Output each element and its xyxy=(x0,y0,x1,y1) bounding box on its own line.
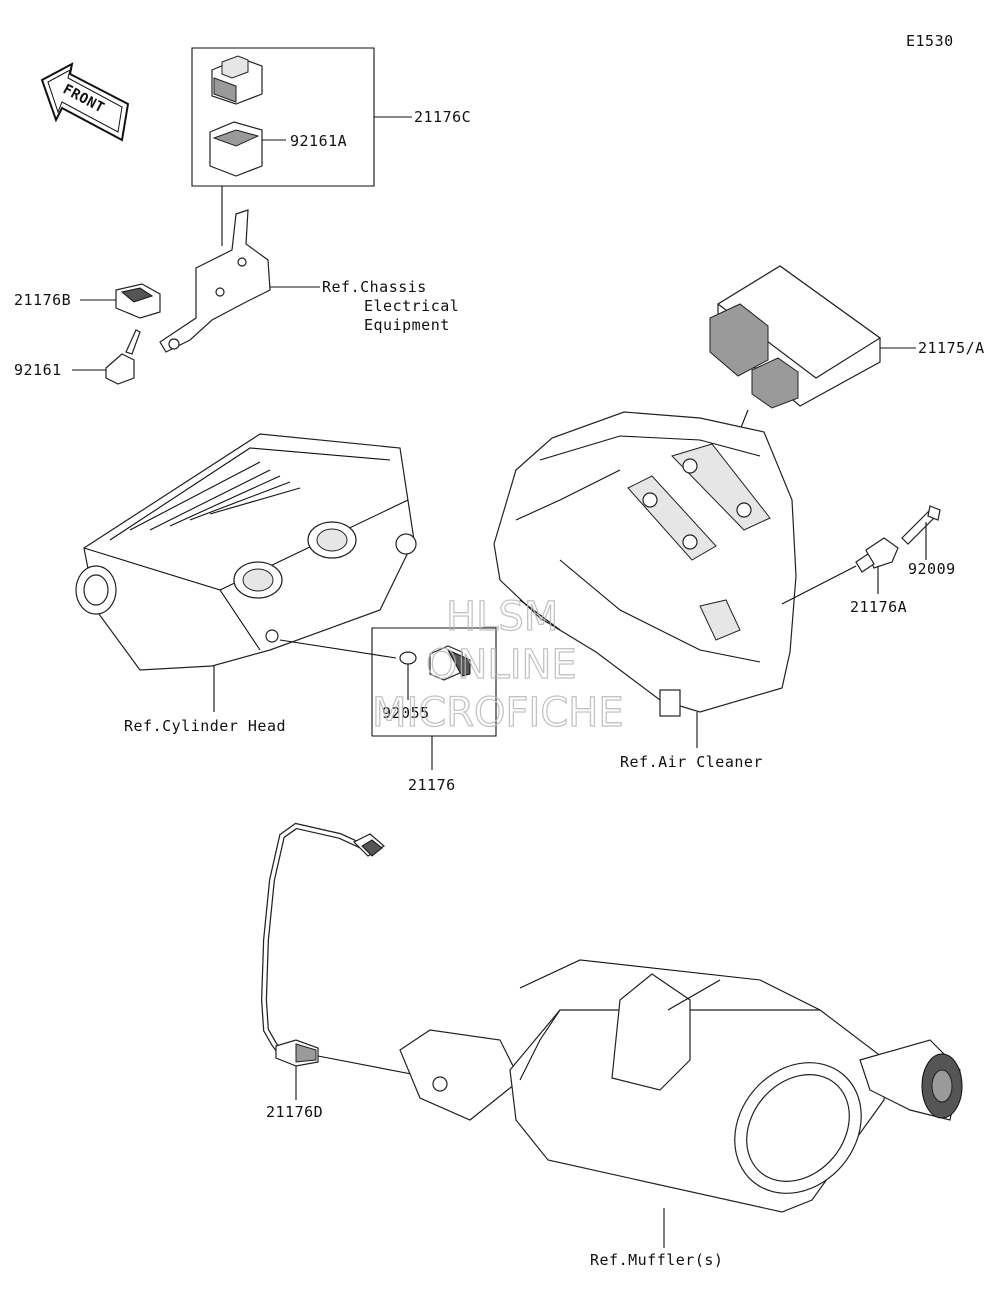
ecu-21175A-part[interactable] xyxy=(709,265,916,501)
chassis-bracket xyxy=(159,209,320,353)
label-92055[interactable]: 92055 xyxy=(382,704,430,722)
label-21176D[interactable]: 21176D xyxy=(266,1103,323,1121)
label-92009[interactable]: 92009 xyxy=(908,560,956,578)
relay-assembly-group xyxy=(191,47,412,246)
label-92161[interactable]: 92161 xyxy=(14,361,62,379)
label-21176A[interactable]: 21176A xyxy=(850,598,907,616)
ref-cylinder-head[interactable]: Ref.Cylinder Head xyxy=(124,717,286,735)
sensor-21176B-part[interactable] xyxy=(80,283,161,319)
watermark-line1: HLSM xyxy=(446,594,558,640)
diagram-id: E1530 xyxy=(906,32,954,50)
label-21176[interactable]: 21176 xyxy=(408,776,456,794)
ref-chassis-line2: Electrical xyxy=(364,297,459,315)
ref-muffler[interactable]: Ref.Muffler(s) xyxy=(590,1251,723,1269)
sensor-21176-group xyxy=(371,627,497,770)
ref-chassis-line1[interactable]: Ref.Chassis xyxy=(322,278,427,296)
ref-chassis-line3: Equipment xyxy=(364,316,450,334)
label-92161A[interactable]: 92161A xyxy=(290,132,347,150)
label-21176B[interactable]: 21176B xyxy=(14,291,71,309)
relay-connector-part[interactable] xyxy=(211,55,263,105)
label-21176C[interactable]: 21176C xyxy=(414,108,471,126)
relay-92161A-part[interactable] xyxy=(209,121,286,177)
sensor-21176A-part[interactable] xyxy=(781,537,899,605)
o2-sensor-21176D-part[interactable] xyxy=(260,822,433,1100)
muffler xyxy=(399,959,963,1248)
ref-air-cleaner[interactable]: Ref.Air Cleaner xyxy=(620,753,763,771)
cylinder-head xyxy=(75,433,417,712)
sensor-21176-part[interactable] xyxy=(429,645,471,681)
watermark: HLSM ONLINE MICROFICHE xyxy=(371,593,624,736)
bolt-92009-part[interactable] xyxy=(901,505,941,560)
air-cleaner-housing xyxy=(493,411,797,748)
watermark-line2: ONLINE xyxy=(426,642,577,688)
label-21175A[interactable]: 21175/A xyxy=(918,339,985,357)
grommet-92161-part[interactable] xyxy=(72,329,141,385)
watermark-line3: MICROFICHE xyxy=(372,690,624,736)
washer-92055-part[interactable] xyxy=(399,651,417,665)
front-arrow: FRONT xyxy=(40,62,130,142)
